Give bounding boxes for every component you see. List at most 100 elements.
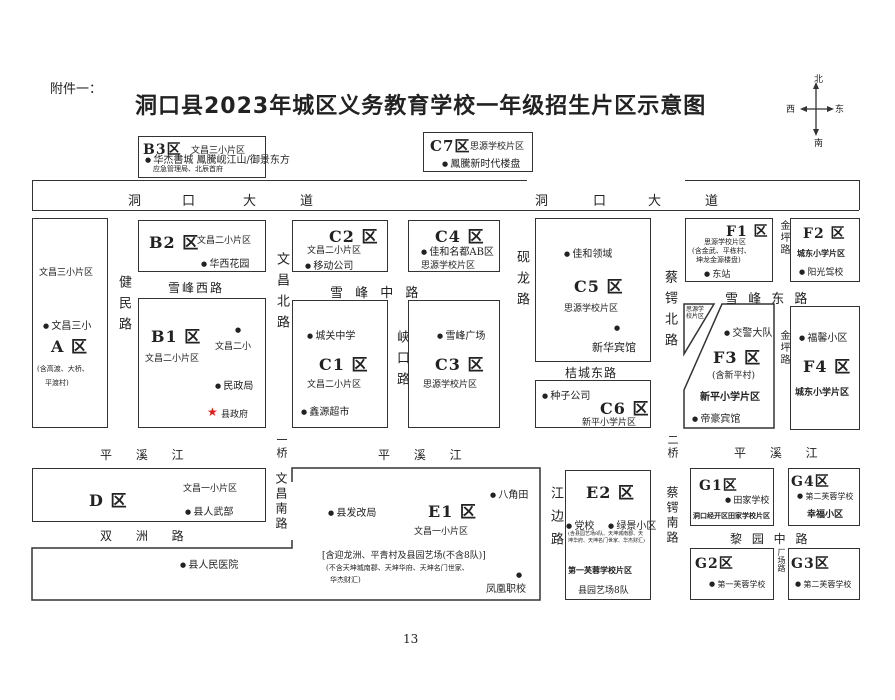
road-dongkou-char-3: 大 xyxy=(243,194,257,209)
zone-b2-name: 文昌二小片区 xyxy=(197,236,252,246)
zone-f2-place-1: 阳光驾校 xyxy=(799,265,843,278)
zone-c2-place-1: 移动公司 xyxy=(305,257,353,272)
zone-f3-strip-label: 思源学校片区 xyxy=(686,306,705,320)
zone-e1-note-1: [含迎龙洲、平青村及县园艺场(不含8队)] xyxy=(322,551,486,561)
zone-f4-code: F4 区 xyxy=(803,357,852,376)
zone-a-note-1: (含高渡、大桥、 xyxy=(37,365,89,373)
zone-c6-place-1: 种子公司 xyxy=(542,387,590,402)
road-shuangzhou: 双 洲 路 xyxy=(100,529,194,543)
zone-f1-note-1: (含金武、平栋村、 xyxy=(692,247,751,255)
map-title: 洞口县2023年城区义务教育学校一年级招生片区示意图 xyxy=(135,94,707,119)
zone-c1-name: 文昌二小片区 xyxy=(307,380,362,390)
zone-c1-place-1: 城关中学 xyxy=(307,327,355,342)
zone-c7-place-1: 鳳騰新时代楼盘 xyxy=(442,155,520,170)
zone-f2: F2 区 城东小学片区 阳光驾校 xyxy=(790,218,860,282)
zone-g4-code: G4区 xyxy=(791,474,830,490)
zone-e1-code: E1 区 xyxy=(428,502,477,521)
road-wenchang-north: 文昌北路 xyxy=(274,252,289,336)
zone-b2-code: B2 区 xyxy=(149,233,200,252)
zone-e2-code: E2 区 xyxy=(586,483,635,502)
zone-f3-note: (含新平村) xyxy=(712,371,756,381)
road-xuefeng-west: 雪峰西路 xyxy=(168,281,225,295)
zone-a: 文昌三小片区 文昌三小 A 区 (含高渡、大桥、 平渡村) xyxy=(32,218,108,428)
zone-f1-code: F1 区 xyxy=(726,224,769,240)
zone-e2-name: 第一芙蓉学校片区 xyxy=(568,565,632,575)
zone-c4: C4 区 佳和名都AB区 思源学校片区 xyxy=(408,220,500,272)
compass-west: 西 xyxy=(786,105,796,115)
zone-c6-code: C6 区 xyxy=(600,399,650,418)
road-chang: 厂场路 xyxy=(777,548,786,572)
zone-a-code: A 区 xyxy=(51,337,88,356)
compass-arrows-icon xyxy=(800,82,834,136)
zone-f3-place-2: 帝豪宾馆 xyxy=(692,410,740,425)
zone-f4-place-1: 福馨小区 xyxy=(799,329,847,344)
road-xiakou: 峡口路 xyxy=(394,330,409,393)
zone-b3-place-2: 应急管理局、北辰首府 xyxy=(153,165,223,173)
road-dongkou-r-char-4: 道 xyxy=(705,194,719,209)
zone-c5-code: C5 区 xyxy=(574,277,624,296)
zone-c7-code: C7区 xyxy=(430,137,471,155)
zone-g1: G1区 田家学校 洞口经开区田家学校片区 xyxy=(690,468,774,526)
zone-e1-name: 文昌一小片区 xyxy=(414,527,469,537)
zone-b2: B2 区 文昌二小片区 华西花园 xyxy=(138,220,266,272)
road-dongkou-char-1: 洞 xyxy=(128,194,142,209)
zone-d: D 区 文昌一小片区 县人武部 xyxy=(32,468,266,522)
zone-e2: E2 区 党校 绿景小区 (含县园艺场8队、天坤城南郡、天坤华府、天坤名门世家、… xyxy=(565,470,656,600)
bridge-erqiao: 二桥 xyxy=(666,434,679,460)
zone-b3-code: B3区 xyxy=(143,142,182,158)
government-star-icon: ★ xyxy=(207,405,218,419)
zone-c2: C2 区 文昌二小片区 移动公司 xyxy=(292,220,388,272)
zone-f3-place-1: 交警大队 xyxy=(724,324,772,339)
road-yanlong: 砚龙路 xyxy=(514,250,529,313)
zone-c5-name: 思源学校片区 xyxy=(564,304,619,314)
zone-a-name: 文昌三小片区 xyxy=(39,268,94,278)
road-dongkou-r-char-1: 洞 xyxy=(535,194,549,209)
zone-e1-outline xyxy=(31,467,541,601)
road-dongkou-r-char-3: 大 xyxy=(648,194,662,209)
zone-e1-note-2: (不含天坤城南郡、天坤华府、天坤名门世家、 xyxy=(326,564,469,572)
zone-b2-place-1: 华西花园 xyxy=(201,255,249,270)
zone-e2-place-1: 党校 xyxy=(566,517,594,532)
zone-e2-place-2: 绿景小区 xyxy=(608,517,656,532)
zone-g4: G4区 第二芙蓉学校 幸福小区 xyxy=(788,468,860,526)
road-jinping-lower: 金坪路 xyxy=(778,330,789,366)
zone-f1: F1 区 思源学校片区 (含金武、平栋村、 坤龙金源楼盘) 东站 xyxy=(685,218,773,282)
zone-c7-name: 思源学校片区 xyxy=(470,142,525,152)
bridge-yiqiao: 一桥 xyxy=(275,434,288,460)
zone-g2: G2区 第一芙蓉学校 xyxy=(690,548,774,600)
zone-f3-name: 新平小学片区 xyxy=(700,392,760,403)
road-xuefeng-middle: 雪 峰 中 路 xyxy=(330,286,423,301)
zone-g3: G3区 第二芙蓉学校 xyxy=(788,548,860,600)
zone-c1: 城关中学 C1 区 文昌二小片区 鑫源超市 xyxy=(292,300,388,428)
zone-d-code: D 区 xyxy=(89,491,128,510)
river-pingxi-mid: 平 溪 江 xyxy=(378,448,472,462)
road-dongkou-char-2: 口 xyxy=(182,194,196,209)
road-jinping-upper: 金坪路 xyxy=(778,220,789,256)
zone-f2-name: 城东小学片区 xyxy=(797,248,845,258)
compass-north: 北 xyxy=(814,75,824,85)
zone-c5-place-2: 新华宾馆 xyxy=(592,341,636,354)
zone-c3-place-1: 雪峰广场 xyxy=(437,327,485,342)
zone-b1-name: 文昌二小片区 xyxy=(145,354,200,364)
road-dongkou-char-4: 道 xyxy=(300,194,314,209)
road-wenchang-south: 文昌南路 xyxy=(274,472,288,532)
zone-e2-note: (含县园艺场8队、天坤城南郡、天坤华府、天坤名门世家、华杰财汇) xyxy=(568,531,645,544)
zone-d-name: 文昌一小片区 xyxy=(183,484,238,494)
zone-d-place-2: 县人民医院 xyxy=(180,556,238,571)
zone-g4-name: 幸福小区 xyxy=(807,510,844,520)
zone-e1-place-2: 八角田 xyxy=(490,486,528,501)
road-dongkou-r-char-2: 口 xyxy=(593,194,607,209)
compass-east: 东 xyxy=(835,105,845,115)
zone-f4: 福馨小区 F4 区 城东小学片区 xyxy=(790,306,860,430)
zone-c2-code: C2 区 xyxy=(329,227,379,246)
zone-f3-code: F3 区 xyxy=(713,348,762,367)
road-caie-south: 蔡锷南路 xyxy=(665,486,679,546)
road-jiemin: 健民路 xyxy=(116,275,131,338)
zone-c3-name: 思源学校片区 xyxy=(423,380,478,390)
zone-g1-name: 洞口经开区田家学校片区 xyxy=(693,511,770,520)
page-number: 13 xyxy=(403,632,419,646)
compass: 北 西 东 南 xyxy=(786,72,850,152)
zone-b1-dot xyxy=(235,325,241,336)
zone-b1-place-3: 县政府 xyxy=(221,410,249,420)
zone-c1-code: C1 区 xyxy=(319,355,369,374)
